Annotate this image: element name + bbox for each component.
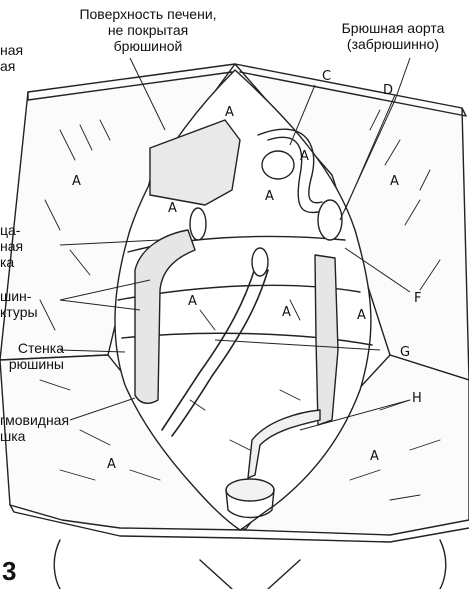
label-left-mid-line1: ца- <box>0 222 23 238</box>
label-liver-surface: Поверхность печени, не покрытая брюшиной <box>48 6 248 54</box>
central-opening <box>252 248 268 276</box>
marker-a-9: A <box>357 308 366 323</box>
label-abdominal-aorta-line1: Брюшная аорта <box>318 20 468 36</box>
label-sigmoid-line2: шка <box>0 428 69 444</box>
marker-a-2: A <box>72 174 81 189</box>
marker-a-11: A <box>370 449 379 464</box>
left-small-opening <box>190 208 206 240</box>
label-sigmoid-line1: гмовидная <box>0 412 69 428</box>
marker-a-10: A <box>107 457 116 472</box>
label-left-top-line2: ая <box>0 58 23 74</box>
marker-a-7: A <box>282 305 291 320</box>
label-left-mid-line3: ка <box>0 254 23 270</box>
marker-c: C <box>322 69 331 84</box>
label-sigmoid: гмовидная шка <box>0 412 69 444</box>
label-wall-line2: рюшины <box>0 356 64 372</box>
vessel-opening-d <box>318 200 342 240</box>
label-left-mid: ца- ная ка <box>0 222 23 270</box>
label-left-structures: шин- ктуры <box>0 288 38 320</box>
label-wall-line1: Стенка <box>0 340 64 356</box>
label-abdominal-aorta: Брюшная аорта (забрюшинно) <box>318 20 468 52</box>
figure-number: 3 <box>2 556 16 587</box>
rectum-stump <box>226 479 274 501</box>
marker-d: D <box>383 83 393 98</box>
marker-a-4: A <box>300 149 309 164</box>
marker-a-8: A <box>188 294 197 309</box>
marker-h: H <box>412 391 422 406</box>
marker-a-1: A <box>225 105 234 120</box>
upper-opening-c <box>262 151 294 179</box>
marker-g: G <box>400 345 410 360</box>
marker-a-5: A <box>265 189 274 204</box>
label-liver-surface-line2: не покрытая <box>48 22 248 38</box>
label-left-mid-line2: ная <box>0 238 23 254</box>
label-left-structures-line2: ктуры <box>0 304 38 320</box>
marker-f: F <box>414 291 421 306</box>
marker-a-3: A <box>390 174 399 189</box>
label-left-structures-line1: шин- <box>0 288 38 304</box>
label-left-top-line1: ная <box>0 42 23 58</box>
label-liver-surface-line1: Поверхность печени, <box>48 6 248 22</box>
label-wall: Стенка рюшины <box>0 340 64 372</box>
label-liver-surface-line3: брюшиной <box>48 38 248 54</box>
label-abdominal-aorta-line2: (забрюшинно) <box>318 36 468 52</box>
label-left-top: ная ая <box>0 42 23 74</box>
marker-a-6: A <box>168 201 177 216</box>
